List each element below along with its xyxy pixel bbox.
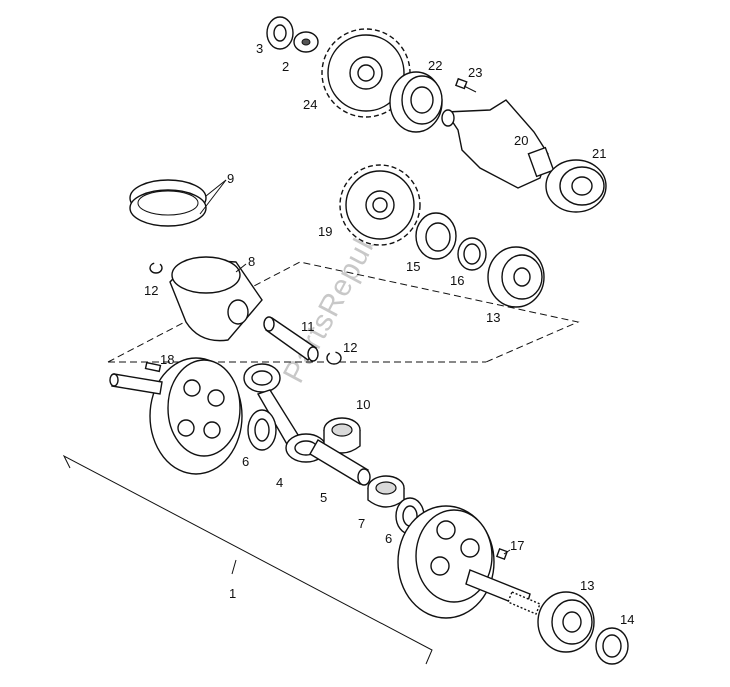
part-3-bearing xyxy=(266,16,294,50)
label-9: 9 xyxy=(227,171,234,186)
label-20: 20 xyxy=(514,133,528,148)
part-10-needle-bearing xyxy=(323,417,361,454)
label-22: 22 xyxy=(428,58,442,73)
label-19: 19 xyxy=(318,224,332,239)
part-18-key xyxy=(144,361,162,373)
part-2-washer xyxy=(293,31,319,53)
part-8-piston xyxy=(169,256,263,342)
part-12-circlip-left xyxy=(149,262,163,274)
label-5: 5 xyxy=(320,490,327,505)
part-21-bearing xyxy=(545,159,607,213)
part-9-piston-rings xyxy=(129,179,207,227)
part-19-gear xyxy=(339,164,421,246)
part-5-crank-pin xyxy=(309,439,371,486)
part-11-piston-pin xyxy=(263,316,319,362)
label-16: 16 xyxy=(450,273,464,288)
label-10: 10 xyxy=(356,397,370,412)
crankshaft-assembly-bracket xyxy=(62,454,433,665)
label-14: 14 xyxy=(620,612,634,627)
label-18: 18 xyxy=(160,352,174,367)
label-15: 15 xyxy=(406,259,420,274)
label-6-left: 6 xyxy=(242,454,249,469)
part-13-bearing-upper xyxy=(487,246,545,308)
label-13-lower: 13 xyxy=(580,578,594,593)
label-23: 23 xyxy=(468,65,482,80)
label-13-upper: 13 xyxy=(486,310,500,325)
part-13-bearing-lower xyxy=(537,591,595,653)
part-24-gear xyxy=(321,28,411,118)
part-12-circlip-right xyxy=(326,351,342,365)
label-1: 1 xyxy=(229,586,236,601)
label-11: 11 xyxy=(301,319,315,334)
label-7: 7 xyxy=(358,516,365,531)
part-4-connecting-rod xyxy=(243,363,327,463)
label-6-right: 6 xyxy=(385,531,392,546)
label-12-left: 12 xyxy=(144,283,158,298)
part-14-oil-seal xyxy=(595,627,629,665)
part-17-key xyxy=(495,547,509,561)
label-21: 21 xyxy=(592,146,606,161)
label-2: 2 xyxy=(282,59,289,74)
part-16-bushing xyxy=(457,237,487,271)
leader-lines xyxy=(199,85,511,555)
callout-labels: 1 2 3 4 5 6 6 7 8 9 10 11 12 12 13 13 14… xyxy=(144,41,634,627)
label-24: 24 xyxy=(303,97,317,112)
label-12-right: 12 xyxy=(343,340,357,355)
crank-web-right xyxy=(397,505,541,619)
part-22-bearing xyxy=(389,71,443,133)
label-3: 3 xyxy=(256,41,263,56)
label-4: 4 xyxy=(276,475,283,490)
part-20-balance-shaft xyxy=(441,99,555,189)
label-8: 8 xyxy=(248,254,255,269)
label-17: 17 xyxy=(510,538,524,553)
part-7-needle-bearing xyxy=(367,475,405,508)
part-15-bearing xyxy=(415,212,457,260)
assembly-frame xyxy=(107,261,580,363)
crank-web-left xyxy=(109,357,243,475)
part-6-washer-left xyxy=(247,409,277,451)
